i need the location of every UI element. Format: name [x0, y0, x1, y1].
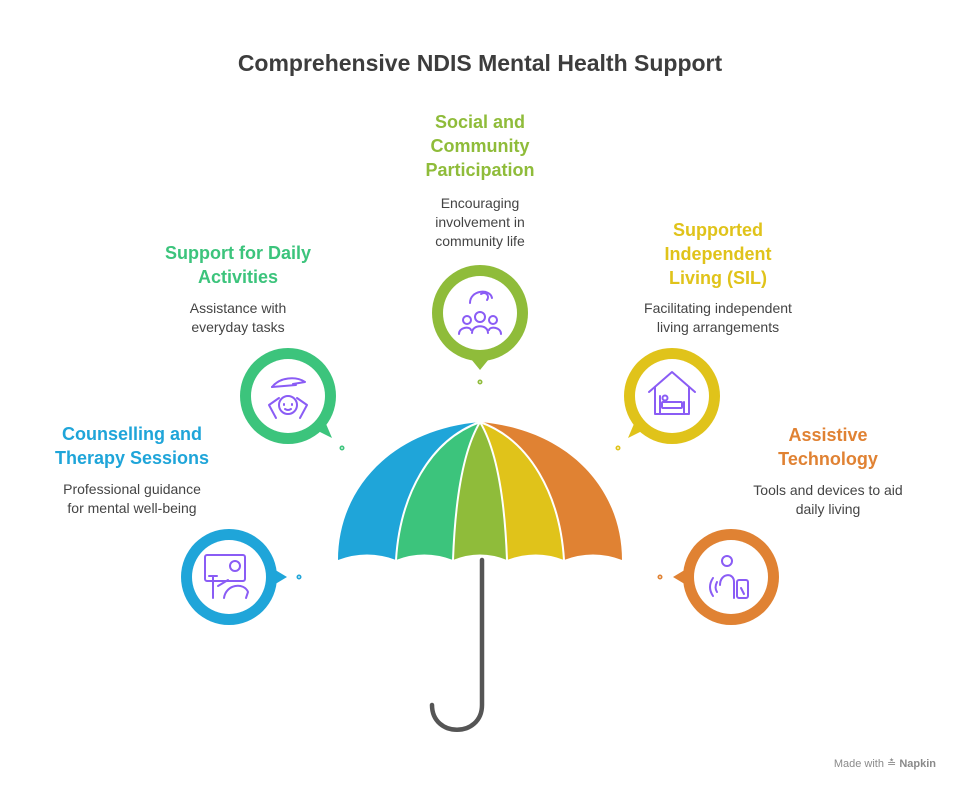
badge-sil: [624, 348, 720, 444]
connector-dot-daily-activities: [339, 445, 345, 451]
umbrella-panel-counselling: [338, 422, 480, 560]
caring-hand-icon: [268, 377, 308, 419]
house-bed-icon: [648, 371, 696, 415]
therapy-session-icon: [204, 554, 249, 599]
umbrella-panel-assistive-tech: [480, 422, 622, 560]
connector-dot-assistive-tech: [657, 574, 663, 580]
item-heading-assistive-tech: Assistive Technology: [778, 425, 878, 469]
umbrella-handle: [429, 557, 485, 732]
badge-assistive-tech: [673, 529, 779, 625]
item-desc-social-community: Encouraging involvement in community lif…: [435, 195, 525, 249]
made-with-napkin-footer: Made with ≛ Napkin: [834, 757, 936, 770]
badge-daily-activities: [240, 348, 336, 444]
page-title: Comprehensive NDIS Mental Health Support: [237, 50, 723, 76]
umbrella-panel-daily-activities: [396, 422, 480, 560]
item-desc-assistive-tech: Tools and devices to aid daily living: [753, 482, 903, 517]
footer-brand-text: Napkin: [899, 758, 936, 770]
connector-dots: [296, 379, 663, 580]
umbrella-panel-sil: [480, 422, 564, 560]
item-desc-sil: Facilitating independent living arrangem…: [644, 300, 792, 335]
connector-dot-social-community: [477, 379, 483, 385]
item-desc-counselling: Professional guidance for mental well-be…: [63, 481, 201, 516]
badge-counselling: [181, 529, 287, 625]
umbrella-canopy: [338, 421, 622, 561]
item-heading-social-community: Social and Community Participation: [425, 112, 535, 180]
connector-dot-counselling: [296, 574, 302, 580]
assistive-device-icon: [709, 555, 749, 599]
item-heading-counselling: Counselling and Therapy Sessions: [54, 424, 210, 468]
item-desc-daily-activities: Assistance with everyday tasks: [189, 300, 287, 335]
badge-social-community: [432, 265, 528, 370]
connector-dot-sil: [615, 445, 621, 451]
footer-made-with-text: Made with: [833, 758, 884, 770]
community-group-icon: [458, 290, 502, 335]
napkin-logo-icon: ≛: [887, 758, 897, 770]
item-heading-sil: Supported Independent Living (SIL): [664, 220, 772, 288]
item-heading-daily-activities: Support for Daily Activities: [164, 243, 311, 287]
